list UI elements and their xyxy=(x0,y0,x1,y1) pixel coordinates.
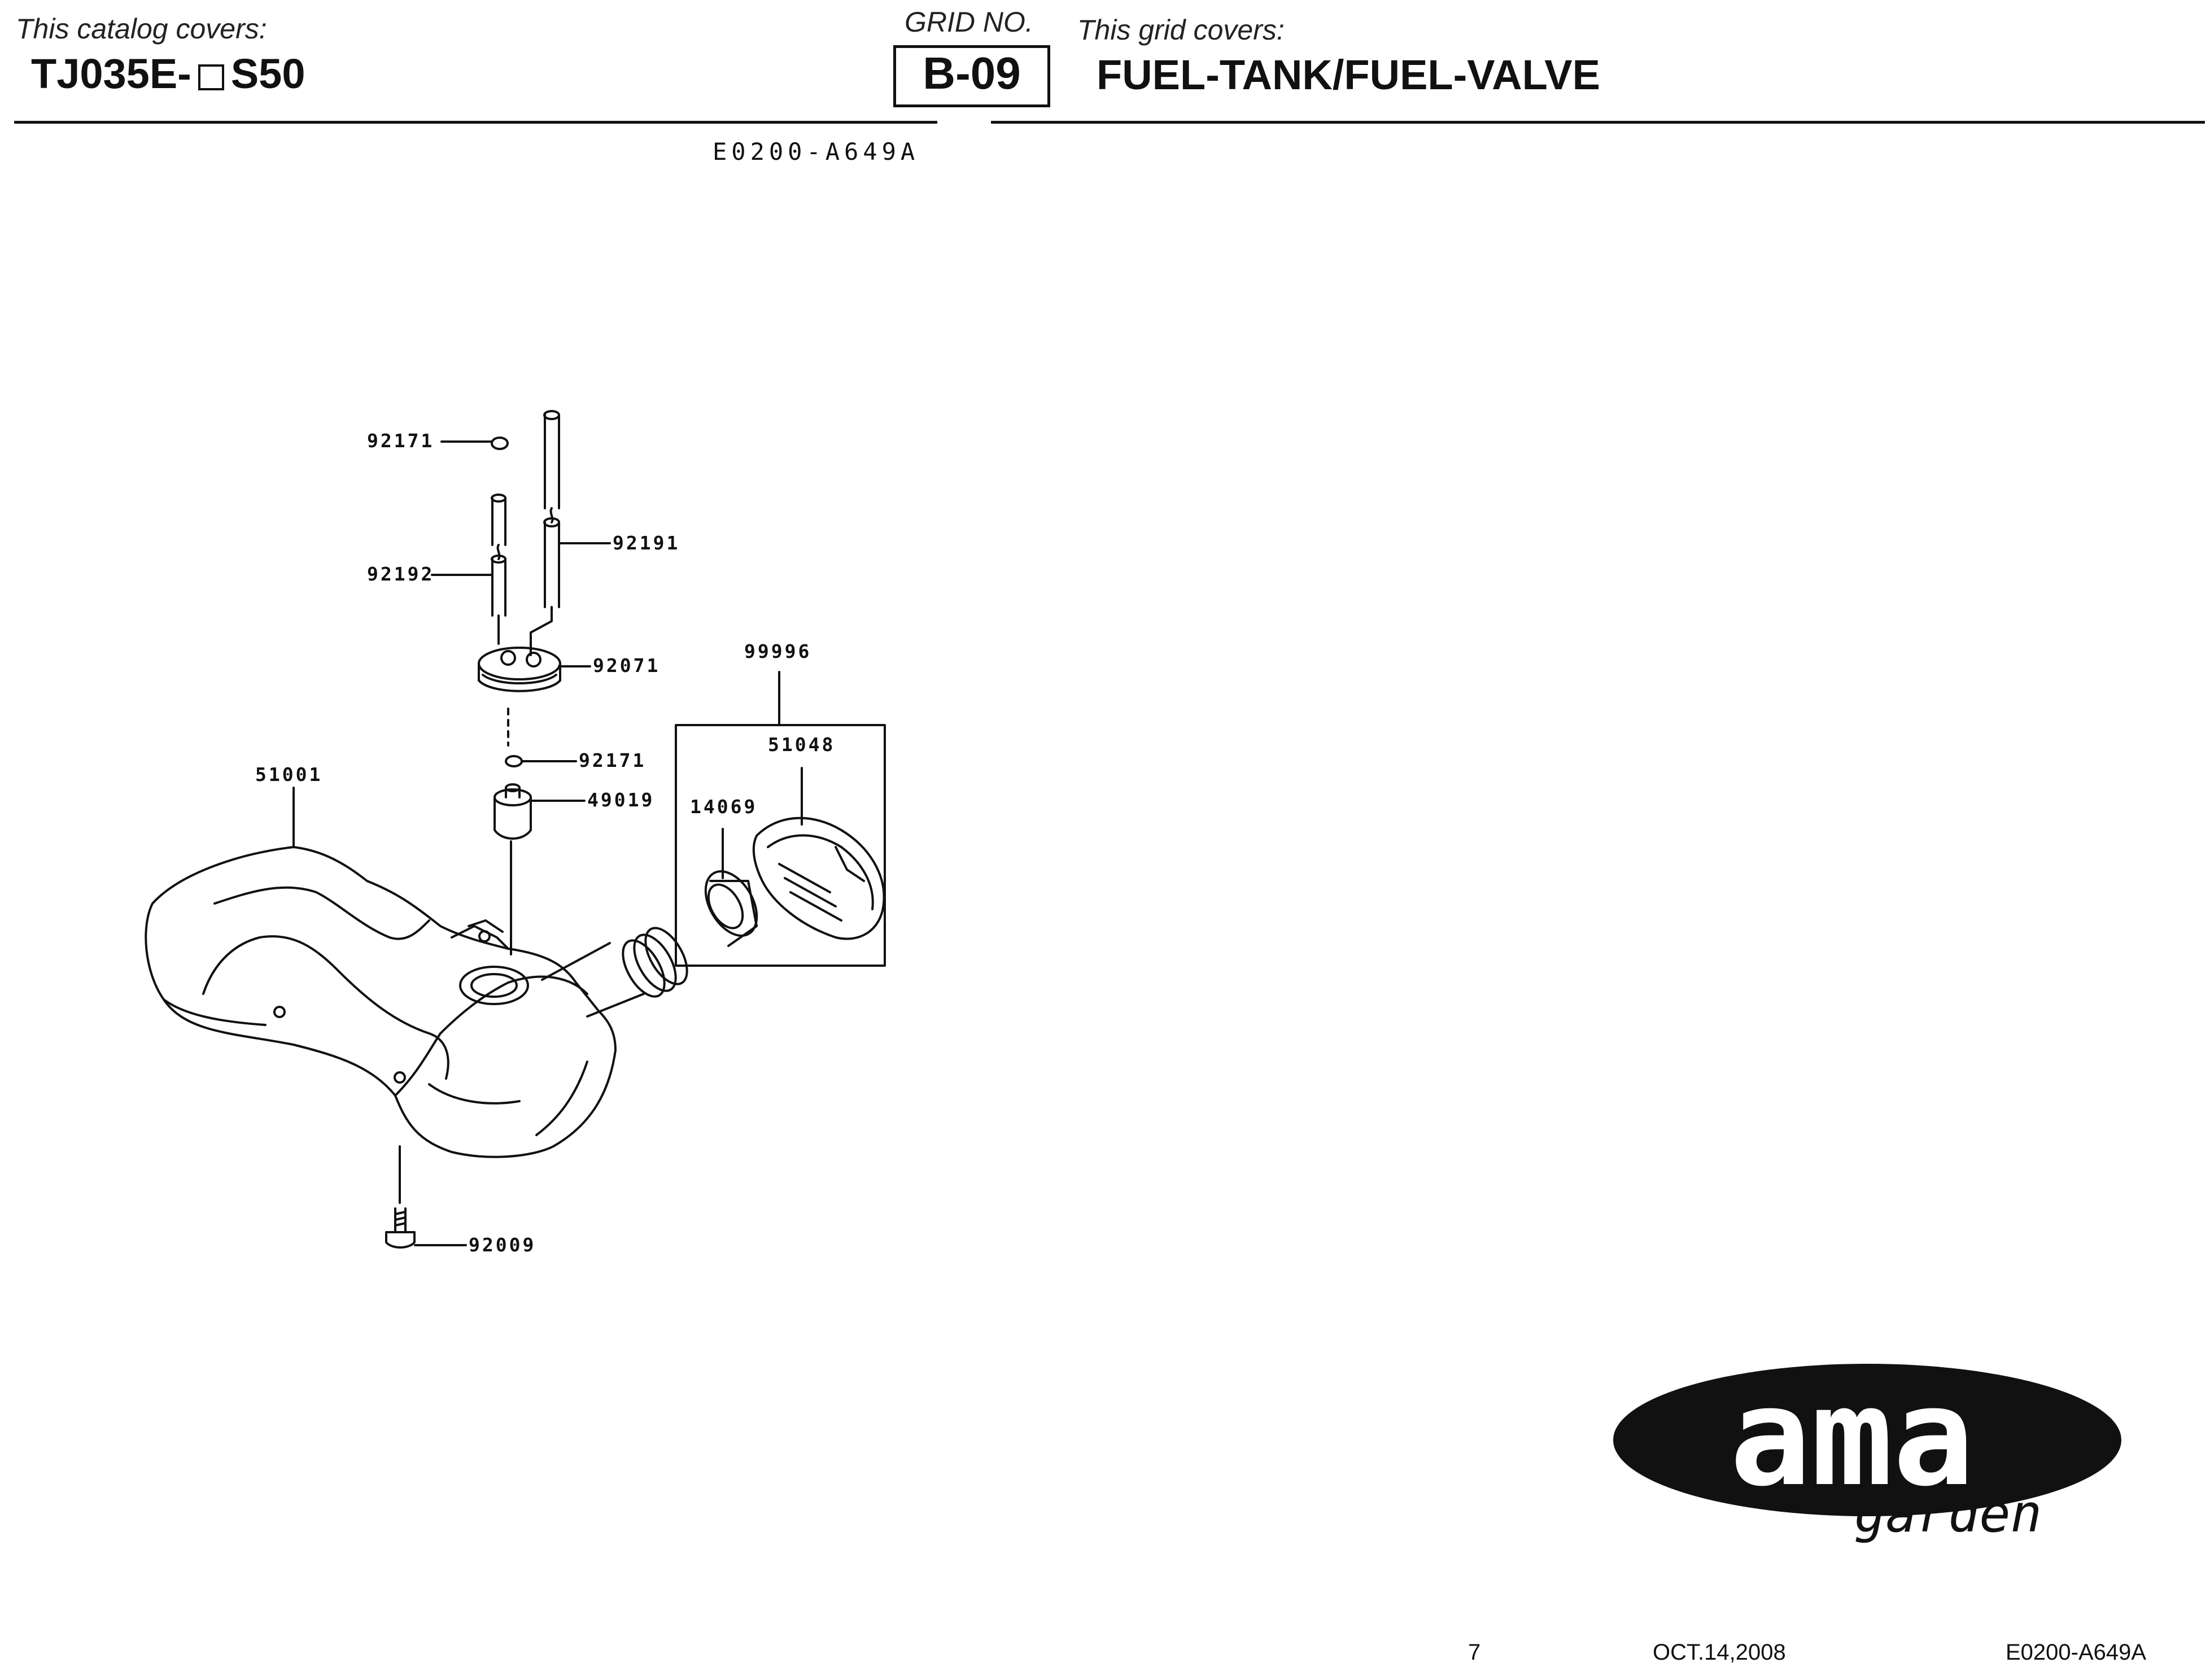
page-number: 7 xyxy=(1468,1640,1481,1665)
part-label-92171-mid: 92171 xyxy=(579,749,646,771)
part-label-51001: 51001 xyxy=(255,763,322,786)
logo-sub-text: garden xyxy=(1854,1483,2042,1544)
fuel-filter-shape xyxy=(493,783,532,840)
drawing-code: E0200-A649A xyxy=(713,138,920,165)
fuel-tube-long xyxy=(530,410,560,656)
header-rule-right xyxy=(991,121,2205,124)
ama-garden-logo: ama garden xyxy=(1613,1358,2121,1544)
fuel-tank-shape xyxy=(145,846,645,1158)
model-suffix: S50 xyxy=(230,50,305,97)
catalog-covers-label: This catalog covers: xyxy=(16,13,267,45)
model-variant-checkbox xyxy=(198,64,224,90)
part-label-14069: 14069 xyxy=(690,796,757,818)
grid-title: FUEL-TANK/FUEL-VALVE xyxy=(1097,51,1601,98)
filler-neck-shape xyxy=(622,927,688,998)
part-label-51048: 51048 xyxy=(768,734,835,756)
grid-no-label: GRID NO. xyxy=(905,6,1033,38)
part-label-92191: 92191 xyxy=(613,532,680,554)
fuel-cap-shape xyxy=(752,817,885,940)
gasket-shape xyxy=(704,870,758,947)
part-label-92171-top: 92171 xyxy=(367,430,434,452)
footer-date: OCT.14,2008 xyxy=(1653,1640,1786,1665)
bolt-shape xyxy=(385,1145,416,1249)
part-label-92071: 92071 xyxy=(593,654,660,677)
cap-kit-box xyxy=(675,724,886,967)
grommet-shape xyxy=(478,647,561,692)
grid-number-box: B-09 xyxy=(893,45,1050,107)
grid-number: B-09 xyxy=(923,48,1021,98)
fuel-tube-short xyxy=(491,494,506,617)
grid-covers-label: This grid covers: xyxy=(1077,14,1285,46)
o-ring-mid-shape xyxy=(505,755,523,767)
model-prefix: TJ035E- xyxy=(31,50,191,97)
logo-brand-text: ama xyxy=(1729,1358,1974,1516)
footer-doc-code: E0200-A649A xyxy=(2006,1640,2147,1665)
header-rule-left xyxy=(14,121,937,124)
part-label-49019: 49019 xyxy=(587,789,654,811)
part-label-92192: 92192 xyxy=(367,563,434,585)
o-ring-top-shape xyxy=(491,437,509,450)
model-number: TJ035E- S50 xyxy=(31,50,305,98)
part-label-92009: 92009 xyxy=(469,1234,536,1256)
part-label-99996: 99996 xyxy=(744,640,811,662)
